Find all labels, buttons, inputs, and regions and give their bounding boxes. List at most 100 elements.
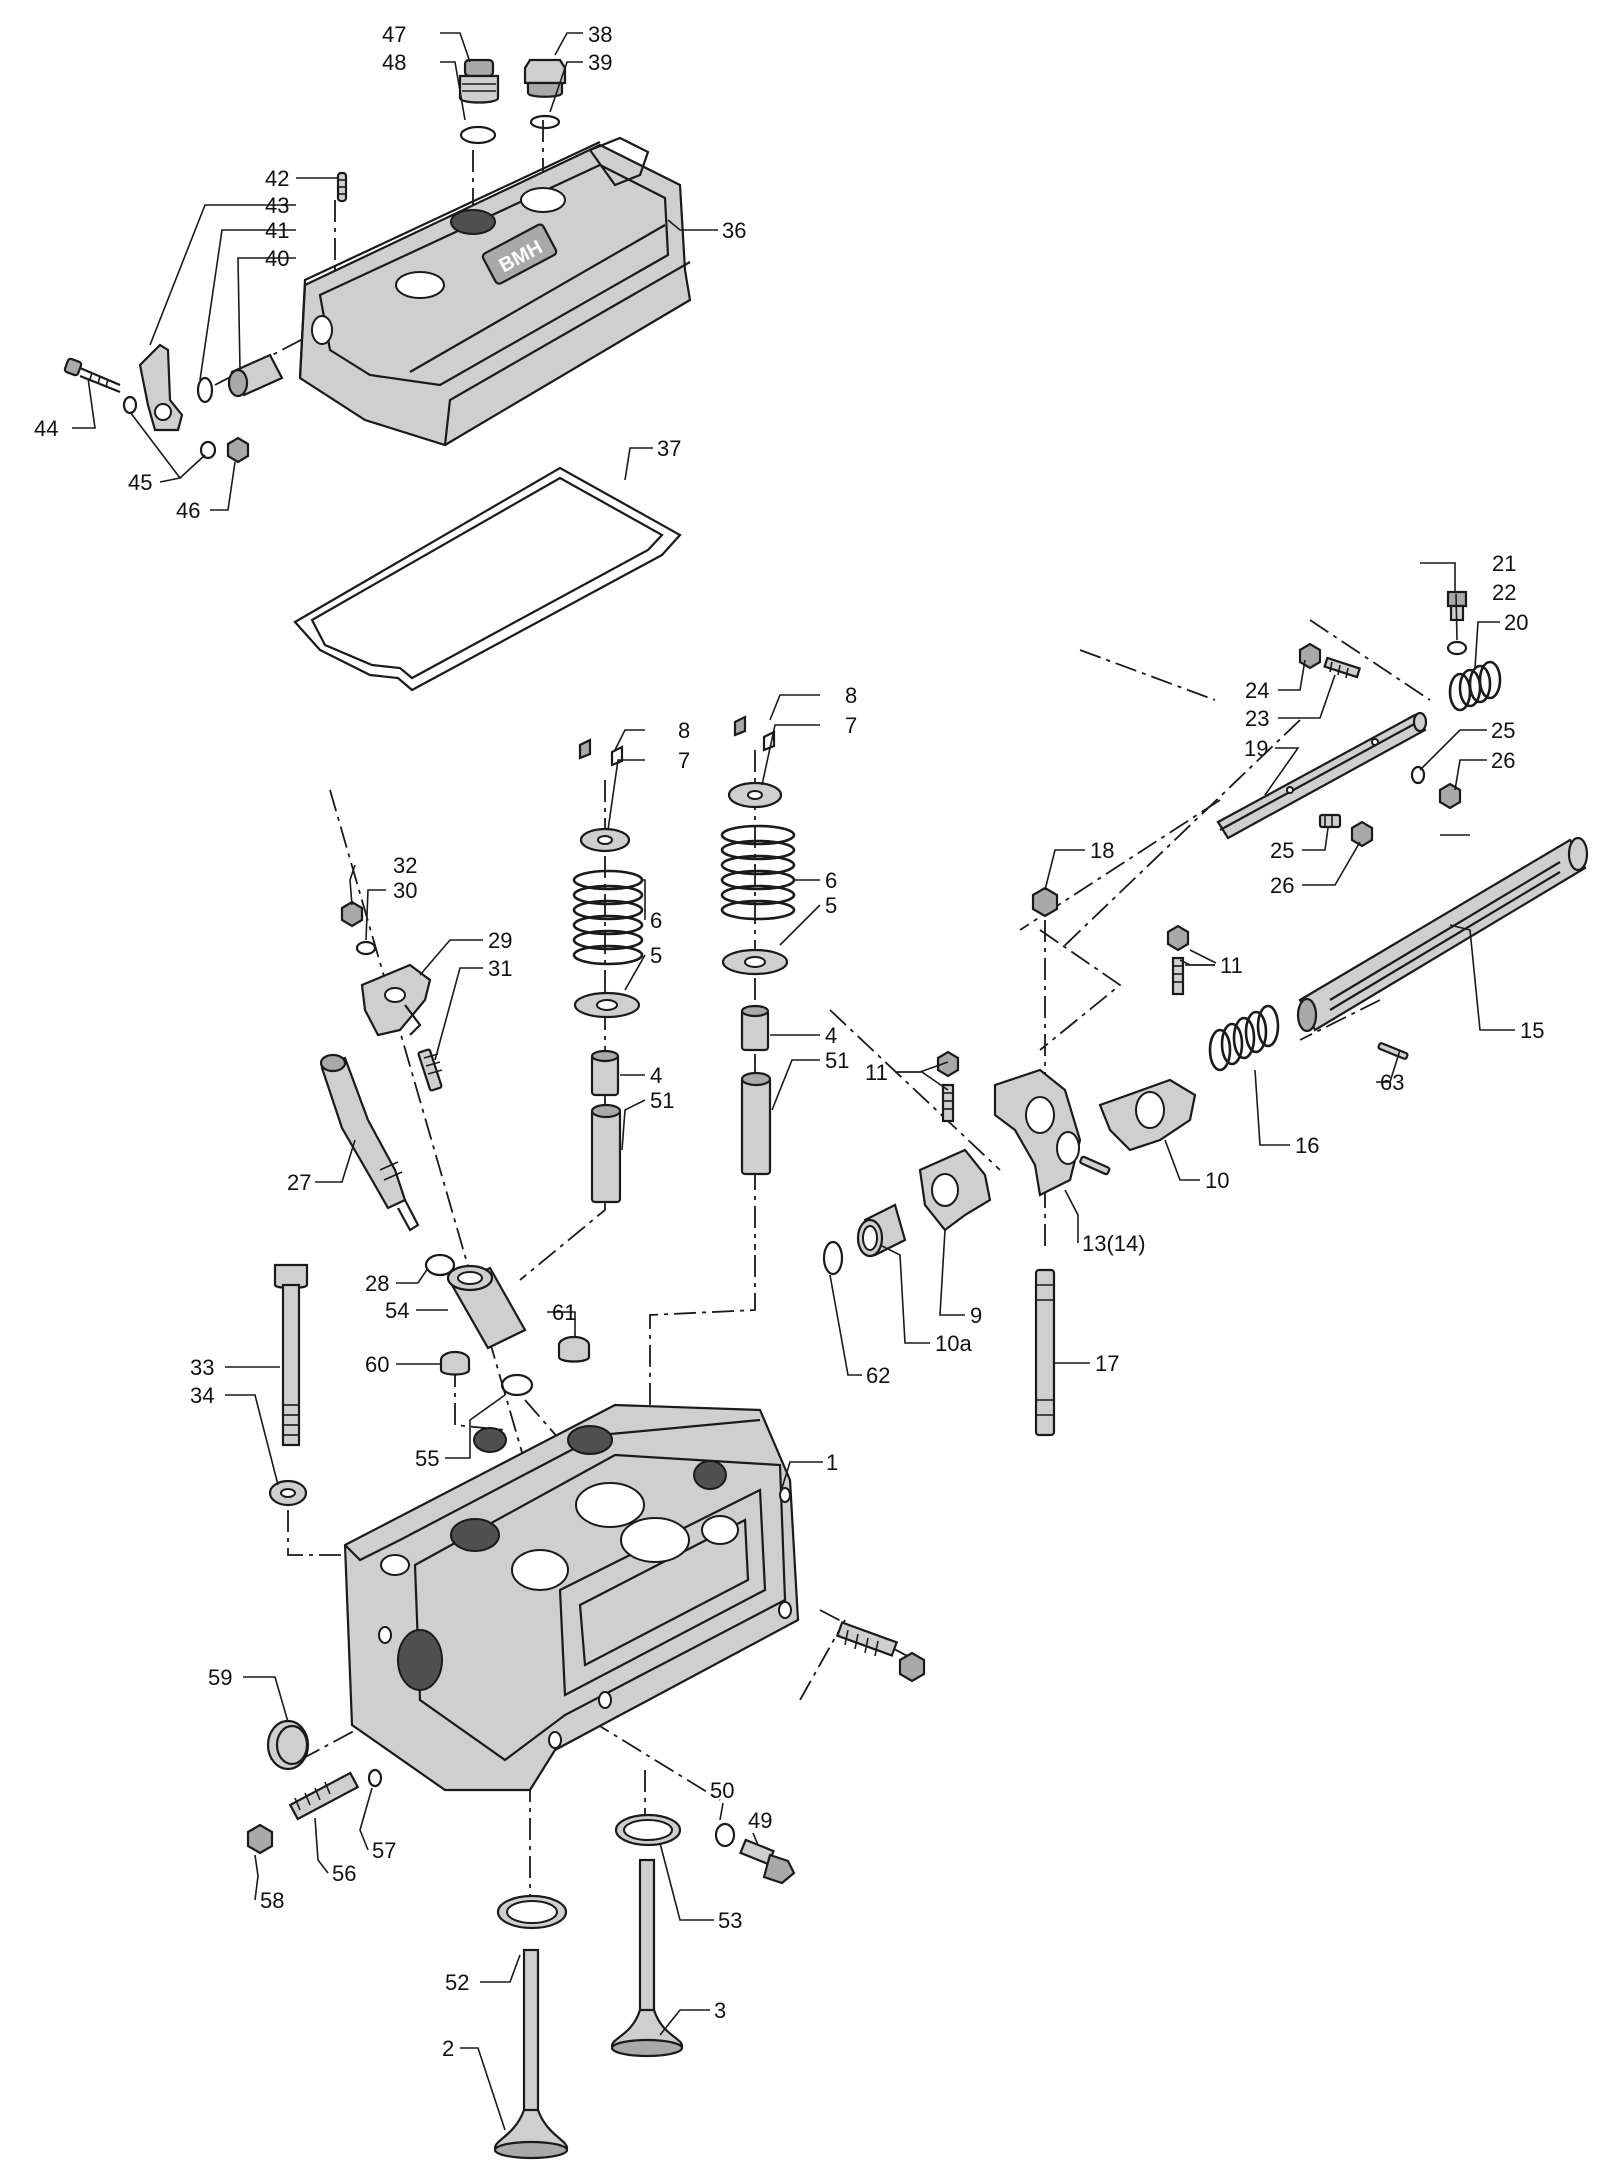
injector-27 (319, 1053, 420, 1232)
valve-2 (493, 1948, 569, 2160)
leader-lines (72, 32, 1515, 2131)
circlip-62 (822, 1240, 844, 1276)
callout-10a: 10a (935, 1331, 972, 1356)
valve-stem-seal-4b (740, 1004, 770, 1052)
head-bolt-33 (273, 1263, 309, 1447)
push-rod-17 (1034, 1268, 1056, 1437)
callout-26a: 26 (1491, 748, 1515, 773)
sleeve-54 (446, 1264, 527, 1350)
nut-26b (1350, 820, 1374, 848)
washer-39 (529, 114, 561, 130)
plug-61 (557, 1335, 591, 1363)
callout-15: 15 (1520, 1018, 1544, 1043)
side-nut (898, 1651, 926, 1683)
callout-58: 58 (260, 1888, 284, 1913)
adjusting-screw-11b (936, 1050, 960, 1123)
callout-13-14: 13(14) (1082, 1231, 1146, 1256)
callout-37: 37 (657, 436, 681, 461)
callout-53: 53 (718, 1908, 742, 1933)
washer-22 (1446, 640, 1468, 656)
callout-47: 47 (382, 22, 406, 47)
callout-61: 61 (552, 1300, 576, 1325)
callout-29: 29 (488, 928, 512, 953)
callout-36: 36 (722, 218, 746, 243)
callout-5a: 5 (650, 943, 662, 968)
plug-60 (439, 1350, 471, 1376)
callout-40: 40 (265, 246, 289, 271)
valve-spring-6b (720, 824, 796, 921)
bolt-49 (739, 1838, 796, 1885)
callout-6b: 6 (825, 868, 837, 893)
o-ring-55 (500, 1373, 534, 1397)
callout-43: 43 (265, 193, 289, 218)
callout-25b: 25 (1270, 838, 1294, 863)
callout-3: 3 (714, 1998, 726, 2023)
valve-guide-51a (590, 1103, 622, 1204)
callout-63: 63 (1380, 1070, 1404, 1095)
valve-keepers-8b (733, 715, 776, 752)
callout-8b: 8 (845, 683, 857, 708)
callout-62: 62 (866, 1363, 890, 1388)
callout-51b: 51 (825, 1048, 849, 1073)
callout-59: 59 (208, 1665, 232, 1690)
nut-18 (1031, 886, 1059, 918)
callout-56: 56 (332, 1861, 356, 1886)
spring-seat-5b (721, 948, 789, 976)
valve-keepers-8a (578, 738, 624, 767)
callout-33: 33 (190, 1355, 214, 1380)
callout-52: 52 (445, 1970, 469, 1995)
valve-guide-51b (740, 1071, 772, 1176)
callout-49: 49 (748, 1808, 772, 1833)
cylinder-head-1 (343, 1403, 800, 1792)
valve-stem-seal-4a (590, 1049, 620, 1097)
callout-2: 2 (442, 2036, 454, 2061)
callout-51a: 51 (650, 1088, 674, 1113)
rocker-shaft-19 (1216, 711, 1428, 840)
washer-48 (459, 125, 497, 145)
callout-7b: 7 (845, 713, 857, 738)
callout-22: 22 (1492, 580, 1516, 605)
stud-23 (1323, 656, 1362, 679)
pin-63 (1377, 1042, 1409, 1060)
callout-55: 55 (415, 1446, 439, 1471)
washer-25a (1410, 765, 1426, 785)
washer-57 (367, 1768, 383, 1788)
callout-5b: 5 (825, 893, 837, 918)
callout-31: 31 (488, 956, 512, 981)
valve-seat-52 (496, 1894, 568, 1930)
clamp-29 (360, 963, 432, 1037)
plug-38 (523, 58, 567, 98)
washer-45a (122, 395, 138, 415)
side-stud (835, 1621, 899, 1657)
callout-44: 44 (34, 416, 58, 441)
sleeve-40 (227, 353, 284, 398)
rocker-arm-10 (1098, 1078, 1197, 1152)
callout-57: 57 (372, 1838, 396, 1863)
nut-26a (1438, 782, 1462, 810)
callout-23: 23 (1245, 706, 1269, 731)
bracket-13-14 (993, 1068, 1111, 1197)
rocker-arm-9 (918, 1148, 992, 1232)
gasket-37 (293, 466, 682, 692)
callout-34: 34 (190, 1383, 214, 1408)
callout-60: 60 (365, 1352, 389, 1377)
callout-8a: 8 (678, 718, 690, 743)
stud-56 (288, 1771, 360, 1821)
callout-4b: 4 (825, 1023, 837, 1048)
callout-42: 42 (265, 166, 289, 191)
washer-34 (268, 1479, 308, 1507)
core-plug-59 (266, 1719, 310, 1771)
spring-16 (1208, 1004, 1280, 1072)
shaft-15 (1296, 836, 1589, 1033)
callout-30: 30 (393, 878, 417, 903)
callout-11a: 11 (1220, 953, 1243, 978)
washer-30 (355, 940, 377, 956)
callout-11b: 11 (865, 1060, 888, 1085)
nut-32 (340, 900, 364, 928)
callout-48: 48 (382, 50, 406, 75)
callout-27: 27 (287, 1170, 311, 1195)
stud-31 (417, 1048, 443, 1092)
pin-42 (336, 171, 348, 203)
